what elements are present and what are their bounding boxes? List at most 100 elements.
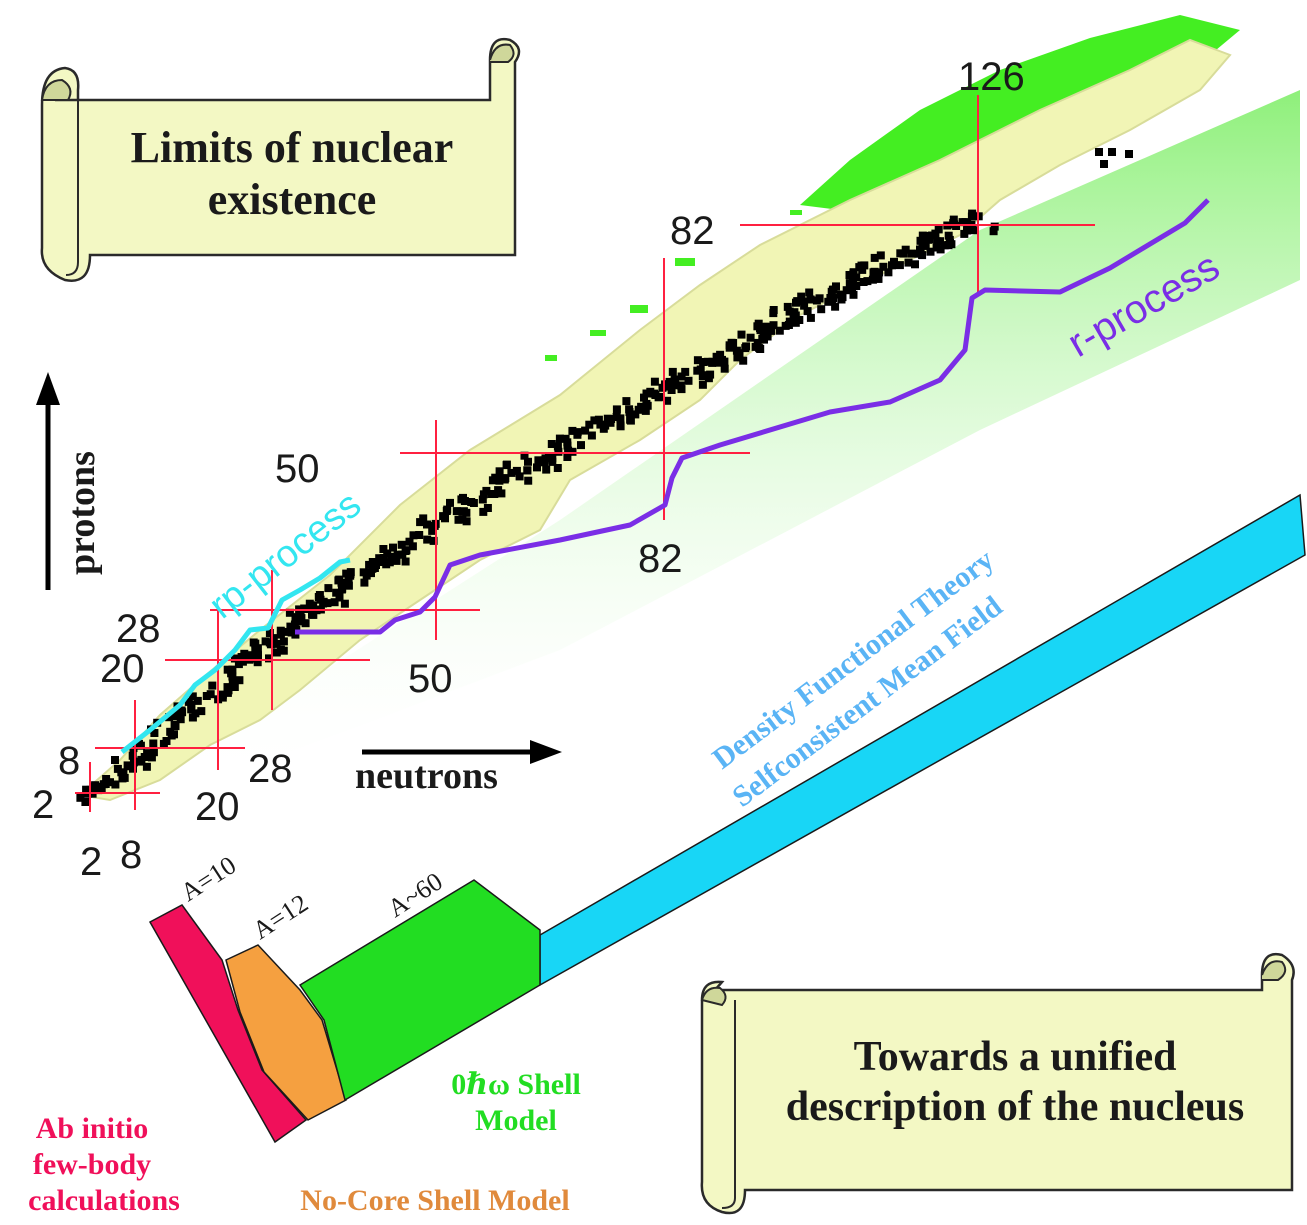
stable-nucleus	[668, 367, 677, 376]
stable-nucleus	[720, 364, 729, 373]
stable-nucleus	[815, 294, 824, 303]
stable-nucleus	[585, 420, 594, 429]
stable-nucleus	[739, 356, 748, 365]
stable-nucleus	[111, 756, 119, 764]
stable-nucleus	[523, 466, 532, 475]
stable-nucleus	[507, 468, 516, 477]
stable-nucleus	[671, 381, 680, 389]
stable-nucleus	[699, 358, 708, 366]
stable-nucleus	[852, 273, 861, 282]
stable-nucleus	[791, 311, 800, 320]
stable-nucleus	[392, 556, 401, 565]
neutrons-label: neutrons	[355, 755, 498, 797]
stable-nucleus	[176, 715, 185, 724]
stable-nucleus	[944, 231, 953, 240]
magic-label-neutron-20: 20	[195, 785, 240, 829]
stable-nucleus	[931, 229, 940, 238]
stable-nucleus	[235, 676, 244, 685]
stable-nucleus	[606, 418, 615, 427]
stable-nucleus	[901, 245, 910, 254]
stable-nucleus	[319, 599, 328, 608]
stable-nucleus	[563, 441, 572, 450]
stable-nucleus	[646, 387, 655, 396]
stable-nucleus	[758, 334, 767, 343]
stable-nucleus	[926, 247, 935, 256]
stable-nucleus	[244, 651, 253, 660]
stable-nucleus	[842, 286, 851, 295]
stable-nucleus	[989, 227, 998, 236]
stable-nucleus	[735, 349, 744, 358]
stable-nucleus	[594, 415, 603, 424]
stable-nucleus	[120, 773, 129, 782]
scroll-top-line1: Limits of nuclear	[131, 123, 454, 172]
stable-nucleus	[111, 780, 120, 789]
stable-nucleus	[335, 575, 344, 584]
stable-nucleus	[452, 507, 461, 516]
stable-nucleus	[308, 610, 316, 619]
stable-nucleus	[335, 593, 344, 602]
magic-label-proton-50: 50	[275, 447, 320, 491]
stable-nucleus	[803, 307, 812, 316]
stable-nucleus	[337, 585, 346, 594]
stable-nucleus	[663, 396, 672, 405]
stable-nucleus	[266, 640, 275, 649]
stable-nucleus	[297, 614, 306, 623]
stable-nucleus	[443, 505, 452, 514]
stable-nucleus	[524, 476, 533, 485]
stable-nucleus	[904, 258, 913, 267]
stable-nucleus	[228, 665, 237, 674]
stable-nucleus	[799, 297, 808, 306]
stable-nucleus	[767, 326, 776, 335]
stable-nucleus	[641, 406, 650, 415]
stable-nucleus	[272, 648, 281, 657]
stable-nucleus	[918, 251, 927, 260]
stable-nucleus	[708, 357, 717, 366]
magic-label-neutron-126: 126	[958, 55, 1025, 99]
stable-nucleus	[291, 613, 300, 622]
stable-nucleus	[563, 453, 572, 461]
stable-nucleus	[415, 531, 424, 539]
stable-nucleus	[188, 692, 197, 701]
stable-nucleus	[907, 249, 916, 258]
stable-nucleus	[587, 431, 596, 440]
magic-label-proton-20: 20	[100, 647, 145, 691]
stable-nucleus	[759, 330, 768, 339]
stable-nucleus	[714, 356, 723, 365]
stable-nucleus	[401, 557, 410, 566]
shell-model-block	[298, 879, 541, 1102]
stable-nucleus	[888, 261, 896, 270]
stable-nucleus	[171, 712, 180, 721]
stable-nucleus	[446, 498, 454, 507]
stable-nucleus	[479, 490, 488, 499]
shell-model-label-1: 0ℏω Shell	[451, 1068, 581, 1101]
stable-nucleus	[895, 261, 904, 270]
stable-nucleus	[746, 333, 755, 342]
stable-nucleus	[340, 599, 349, 608]
stable-nucleus	[1095, 148, 1103, 156]
stable-nucleus	[1100, 160, 1108, 168]
stable-nucleus	[698, 372, 707, 381]
stable-nucleus	[389, 543, 397, 552]
stable-nucleus	[534, 456, 543, 465]
stable-nucleus	[831, 302, 840, 311]
stable-nucleus	[733, 353, 742, 362]
stable-nucleus	[1108, 148, 1116, 156]
stable-nucleus	[97, 784, 106, 793]
stable-nucleus	[187, 705, 196, 714]
stable-nucleus	[135, 739, 143, 748]
ab-initio-label-3: calculations	[28, 1184, 180, 1217]
stable-nucleus	[642, 399, 651, 408]
stable-nucleus	[760, 325, 768, 334]
stable-nucleus	[129, 758, 138, 767]
stable-nucleus	[596, 420, 605, 429]
stable-nucleus	[254, 651, 262, 660]
stable-nucleus	[188, 713, 197, 722]
stable-nucleus	[806, 295, 815, 304]
stable-nucleus	[800, 301, 809, 310]
stable-nucleus	[769, 321, 778, 330]
stable-nucleus	[540, 456, 549, 465]
magic-label-neutron-50: 50	[408, 657, 453, 701]
region-a10-label: A=10	[175, 850, 241, 907]
stable-nucleus	[806, 313, 815, 322]
stable-nucleus	[720, 357, 729, 366]
